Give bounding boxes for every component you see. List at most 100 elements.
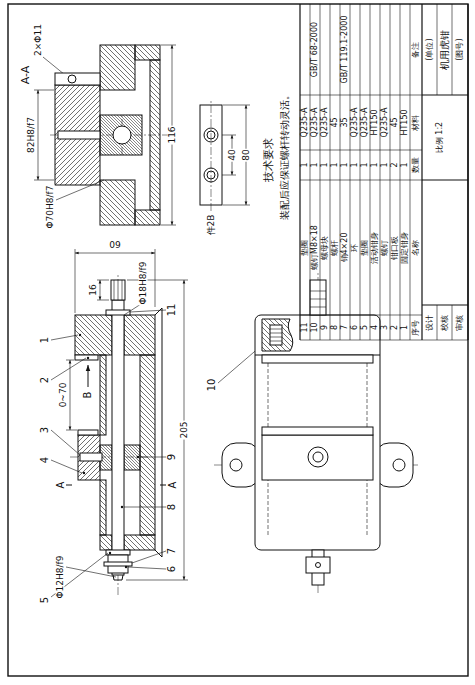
table-cell: 45 [391,116,399,128]
table-cell: 备注 [412,41,420,59]
table-cell: 9 [321,324,329,331]
table-cell: 6 [351,324,359,331]
leader-lines [43,57,271,597]
table-cell: 序号 [412,319,420,337]
table-cell: 活动钳身 [371,231,379,265]
table-cell: 2 [391,324,399,331]
table-cell: 1 [301,161,309,168]
sheet-frame [8,4,468,676]
table-rule [410,4,411,340]
table-cell: 审核 [456,314,464,332]
callout-number: 6 [167,565,177,573]
view-label: A-A [20,65,31,86]
title-block [300,4,468,340]
table-cell: 1 [401,324,409,331]
table-rule [350,4,351,340]
table-cell: (单位) [426,37,434,61]
callout-number: 3 [40,426,50,434]
table-cell: 5 [361,324,369,331]
table-cell: 校核 [441,314,449,332]
table-rule [422,304,468,305]
table-cell: 1 [371,161,379,168]
table-cell: 垫圈 [301,239,309,257]
callout-number: 11 [167,303,177,318]
table-cell: 1 [331,161,339,168]
table-cell: 10 [311,321,319,333]
table-cell: 环 [351,243,359,253]
table-cell: 2 [391,161,399,168]
dimension-text: 2×Φ11 [34,23,43,57]
dimension-text: 60 [108,239,121,248]
view-label: B [83,391,93,400]
section-a-a [50,45,168,225]
main-view [66,273,166,595]
dimension-text: 16 [89,283,98,296]
table-rule [300,180,422,181]
table-cell: 7 [341,324,349,331]
table-rule [300,315,422,316]
table-rule [320,4,321,340]
table-cell: 螺钉M8×18 [311,224,319,271]
view-label: A [56,481,66,490]
table-rule [370,4,371,340]
table-cell: 螺钉 [381,239,389,257]
callout-number: 1 [40,336,50,344]
table-cell: Q235-A [381,107,389,139]
table-cell: GB/T 68-2000 [311,21,319,78]
table-rule [422,179,468,180]
callout-number: 5 [40,596,50,604]
table-cell: 4 [371,324,379,331]
dimension-text: 40 [228,148,237,161]
table-cell: 螺杆 [331,239,339,257]
callout-number: 9 [167,453,177,461]
table-cell: 1 [351,161,359,168]
table-cell: 销4×20 [341,232,349,264]
dimension-text: 0~70 [59,382,68,409]
table-cell: Q235-A [301,107,309,139]
table-cell: 螺母块 [321,235,329,261]
callout-number: 10 [207,378,217,393]
dimension-text: Φ70H8/f7 [46,185,55,230]
callout-number: 4 [40,456,50,464]
table-rule [467,4,468,340]
table-rule [452,4,453,95]
table-rule [380,4,381,340]
table-cell: 1 [401,161,409,168]
table-cell: 设计 [426,314,434,332]
dimension-text: 80 [242,148,251,161]
table-cell: 45 [331,116,339,128]
table-cell: 3 [381,324,389,331]
table-cell: 钳口板 [391,235,399,261]
dimension-text: 116 [168,125,177,144]
table-cell: Q235-A [311,107,319,139]
table-cell: 8 [331,324,339,331]
table-rule [330,4,331,340]
callout-number: 205 [180,420,189,439]
technical-note: 装配后应保证螺杆转动灵活。 [280,89,290,221]
table-cell: 固定钳身 [401,231,409,265]
table-cell: 数量 [412,156,420,174]
table-rule [400,4,401,340]
table-cell: HT150 [401,108,409,136]
dimension-text: Φ18H8/f9 [139,261,148,306]
table-cell: HT150 [371,108,379,136]
table-cell: 机用虎钳 [440,29,450,71]
table-rule [452,305,453,340]
top-view [214,273,420,593]
view-label: 件2B [207,214,216,237]
table-rule [437,4,438,95]
dimension-text: Φ12H8/f9 [56,555,65,600]
table-rule [360,4,361,340]
table-rule [299,4,300,340]
table-cell: 1 [341,161,349,168]
table-cell: GB/T 119.1-2000 [341,15,349,85]
table-cell: 35 [341,116,349,128]
table-rule [300,340,468,341]
technical-note: 技术要求 [263,137,274,183]
table-rule [422,94,468,95]
table-rule [390,4,391,340]
table-cell: 垫圈 [361,239,369,257]
